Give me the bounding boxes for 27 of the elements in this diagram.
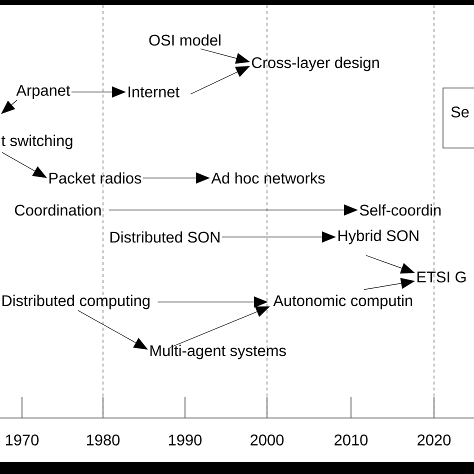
event-label: OSI model	[149, 34, 220, 46]
arrow	[2, 152, 47, 178]
year-label: 2020	[418, 434, 451, 446]
event-label: Ad hoc networks	[211, 172, 325, 184]
arrow	[1, 100, 18, 114]
event-label: ETSI G	[417, 272, 466, 282]
year-label: 2010	[334, 434, 368, 446]
year-label: 1990	[169, 434, 202, 446]
event-label: Internet	[128, 86, 180, 98]
event-label: Distributed SON	[110, 231, 220, 243]
year-label: 2000	[250, 434, 284, 446]
year-label: 1970	[6, 434, 39, 446]
arrow	[200, 48, 250, 64]
event-label: Distributed computing	[2, 294, 150, 310]
legend-box: Se	[442, 88, 474, 148]
event-label: Multi-agent systems	[150, 344, 286, 360]
event-label: Arpanet	[16, 85, 70, 99]
event-label: Hybrid SON	[338, 230, 418, 244]
event-label: Cross-layer design	[252, 56, 379, 72]
arrow	[169, 306, 270, 348]
event-label: Self-coordin	[360, 204, 441, 216]
event-label: Coordination	[14, 204, 101, 216]
event-label: Packet radios	[49, 172, 142, 184]
arrow	[190, 66, 250, 94]
event-label: Autonomic computin	[273, 294, 412, 310]
year-label: 1980	[87, 434, 120, 446]
event-label: t switching	[1, 134, 72, 150]
